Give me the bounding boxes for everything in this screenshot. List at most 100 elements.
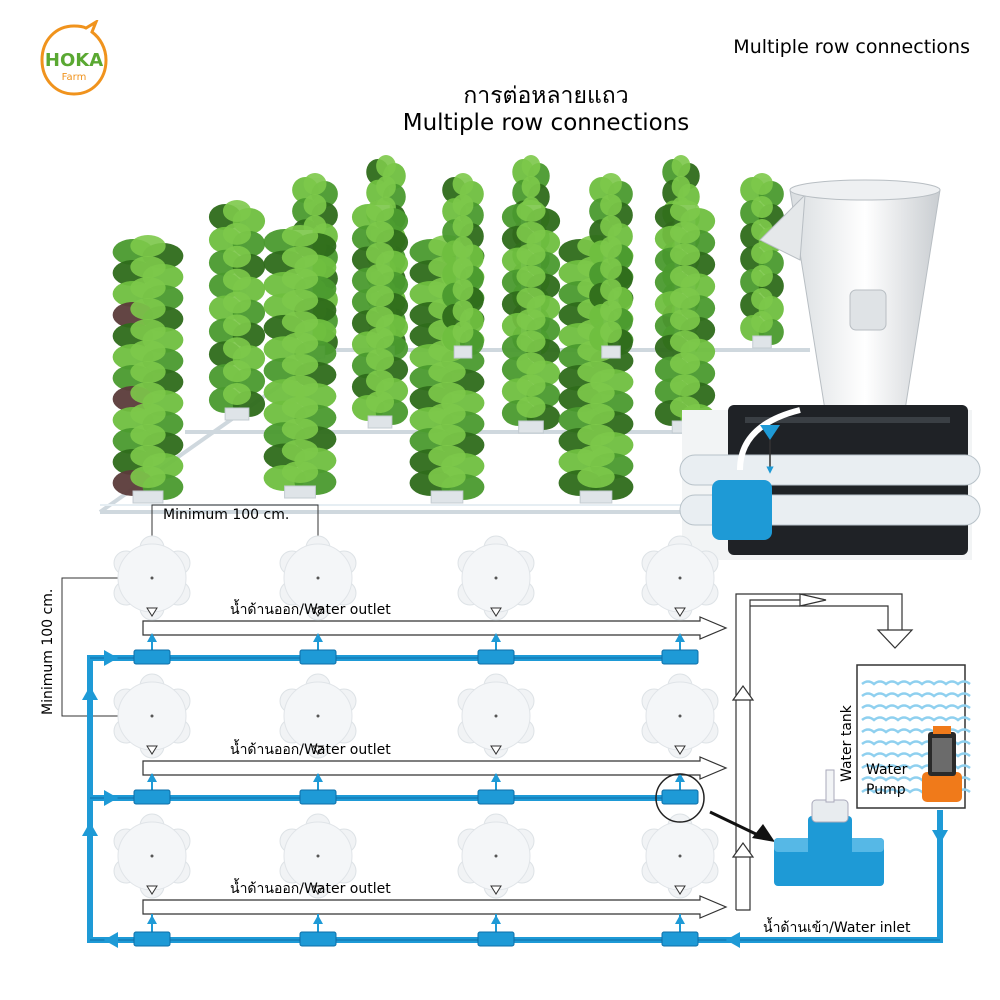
supply-arrow-row-2 <box>104 790 118 806</box>
outlet-pipe-row-3 <box>142 895 728 919</box>
supply-arrow-left-2 <box>82 686 98 700</box>
tower-top <box>279 535 357 665</box>
tower-top <box>113 813 191 947</box>
lettuce-tower <box>501 200 561 434</box>
lettuce-tower <box>589 173 633 359</box>
lettuce-tower <box>208 200 266 421</box>
label-water-outlet-row-3: น้ำด้านออก/Water outlet <box>230 878 391 897</box>
schematic: Minimum 100 cm. Minimum 100 cm. น้ำด้านอ… <box>40 504 971 948</box>
outlet-pipes <box>142 593 914 919</box>
tower-top <box>279 673 357 805</box>
label-water-tank: Water tank <box>839 704 855 782</box>
tee-fitting <box>133 789 171 805</box>
tee-fitting <box>661 649 699 665</box>
collector-arrow-1 <box>731 684 755 701</box>
outlet-drip-icon <box>146 745 158 755</box>
label-pump-line-1: Water <box>866 762 908 778</box>
tower-top <box>113 673 191 805</box>
hoka-farm-logo: HOKA Farm <box>36 18 112 100</box>
supply-arrows <box>82 650 948 948</box>
outlet-drip-icon <box>146 885 158 895</box>
supply-tee-arrow-icon <box>313 633 323 642</box>
dimension-vertical <box>61 577 152 717</box>
lettuce-towers <box>112 155 784 504</box>
label-min-horizontal: Minimum 100 cm. <box>163 507 289 523</box>
lettuce-tower <box>558 235 634 504</box>
lettuce-tower <box>442 173 484 359</box>
supply-arrow-row-3 <box>104 932 118 948</box>
label-water-inlet: น้ำด้านเข้า/Water inlet <box>763 917 911 936</box>
supply-tee-arrow-icon <box>491 773 501 782</box>
supply-pipes <box>87 655 943 943</box>
label-water-outlet-row-1: น้ำด้านออก/Water outlet <box>230 599 391 618</box>
outlet-drip-icon <box>674 885 686 895</box>
lettuce-tower <box>740 173 784 349</box>
supply-tee-arrow-icon <box>147 633 157 642</box>
tower-top <box>457 673 535 805</box>
water-waves <box>861 680 971 794</box>
outlet-drip-icon <box>146 607 158 617</box>
water-tank <box>856 664 971 809</box>
tee-fitting <box>477 789 515 805</box>
tower-top <box>457 813 535 947</box>
outlet-drip-icon <box>490 607 502 617</box>
outlet-pipe-row-2 <box>142 756 728 780</box>
label-pump-line-2: Pump <box>866 782 906 798</box>
tower-closeup <box>679 179 981 560</box>
tee-fitting <box>133 931 171 947</box>
title-english: Multiple row connections <box>402 110 690 136</box>
tee-fitting <box>477 649 515 665</box>
tower-top <box>457 535 535 665</box>
logo-brand: HOKA <box>45 50 103 71</box>
supply-arrow-left-1 <box>82 822 98 836</box>
outlet-drip-icon <box>674 745 686 755</box>
zoom-circle <box>655 773 705 823</box>
logo-sub: Farm <box>62 72 87 83</box>
lettuce-tower <box>263 225 337 499</box>
tower-top <box>113 535 191 665</box>
zoom-pointer-arrow-icon <box>752 824 775 842</box>
supply-tee-arrow-icon <box>313 915 323 924</box>
corner-title: Multiple row connections <box>733 36 970 58</box>
outlet-drip-icon <box>490 745 502 755</box>
tee-fitting <box>661 789 699 805</box>
tee-fitting <box>299 649 337 665</box>
lettuce-tower <box>112 235 184 504</box>
zoom-pointer-line <box>709 810 761 838</box>
closeup-pipe <box>679 454 981 486</box>
logo-cat-outline-icon <box>40 18 108 96</box>
outlet-drip-icon <box>674 607 686 617</box>
tee-fitting-detail <box>774 769 884 886</box>
tank-inlet-arrow <box>876 629 914 649</box>
outlet-drip-icon <box>490 885 502 895</box>
outlet-pipe-row-1 <box>142 616 728 640</box>
water-pump-icon <box>922 726 962 802</box>
tee-fitting <box>477 931 515 947</box>
outlet-drip-icon <box>312 885 324 895</box>
pump-outlet-arrow <box>932 830 948 844</box>
supply-tee-arrow-icon <box>147 773 157 782</box>
label-min-vertical: Minimum 100 cm. <box>40 589 56 715</box>
tower-top <box>641 813 719 947</box>
lettuce-tower <box>351 200 409 429</box>
tee-fitting <box>299 789 337 805</box>
tower-top <box>279 813 357 947</box>
closeup-blue-fitting <box>712 480 772 540</box>
tower-top <box>641 535 719 665</box>
schematic-towers <box>113 535 719 947</box>
outlet-drip-icon <box>312 745 324 755</box>
supply-arrow-bottom <box>726 932 740 948</box>
supply-arrow-row-1 <box>104 650 118 666</box>
tee-fitting <box>299 931 337 947</box>
label-water-outlet-row-2: น้ำด้านออก/Water outlet <box>230 739 391 758</box>
supply-tee-arrow-icon <box>675 633 685 642</box>
title-thai: การต่อหลายแถว <box>463 83 629 109</box>
collector-arrow-2 <box>731 841 755 858</box>
supply-tee-arrow-icon <box>491 633 501 642</box>
tower-photo-area <box>98 155 981 560</box>
supply-tee-arrow-icon <box>313 773 323 782</box>
supply-tee-arrow-icon <box>491 915 501 924</box>
outlet-drip-icon <box>312 607 324 617</box>
tee-fitting <box>133 649 171 665</box>
